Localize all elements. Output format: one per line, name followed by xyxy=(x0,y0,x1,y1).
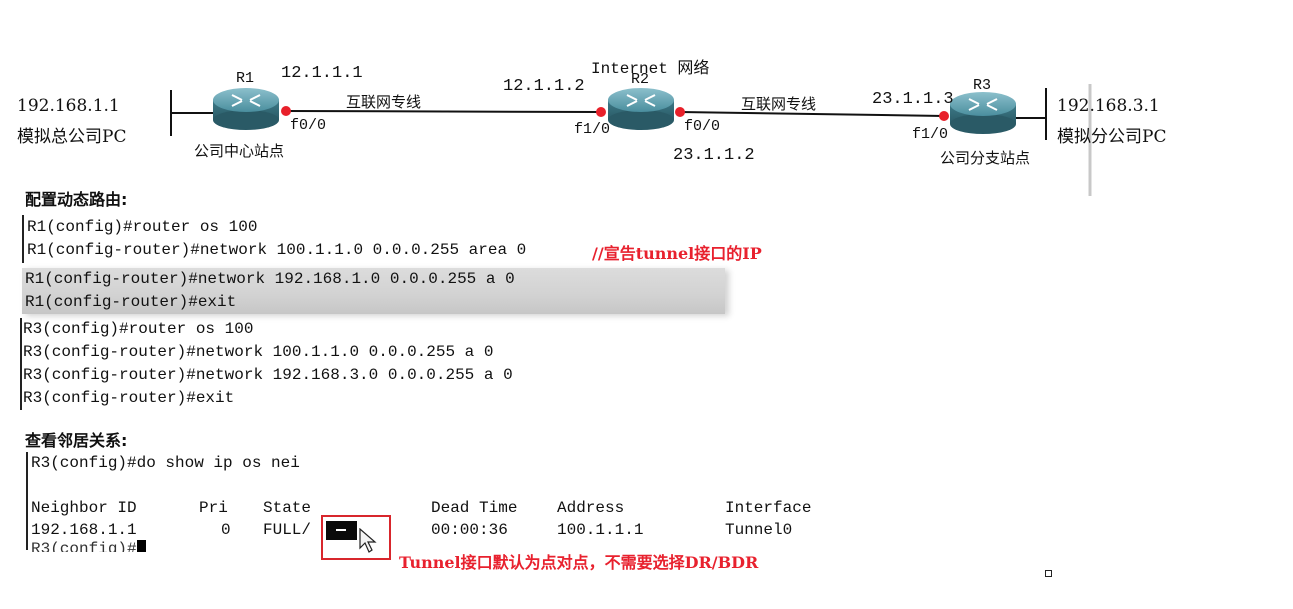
mouse-pointer-icon xyxy=(359,528,377,553)
r1-config-line: R1(config-router)#network 100.1.1.0 0.0.… xyxy=(27,241,527,259)
section-neighbor-title: 查看邻居关系: xyxy=(25,431,128,450)
r2-iface-left: f1/0 xyxy=(574,121,611,138)
neighbor-header-pri: Pri xyxy=(199,499,228,517)
r1-config-line: R1(config)#router os 100 xyxy=(27,218,258,236)
neighbor-dead-time: 00:00:36 xyxy=(431,521,508,539)
router-r1-icon xyxy=(213,88,279,130)
pc-right-label: 模拟分公司PC xyxy=(1057,127,1167,147)
pc-right-ip: 192.168.3.1 xyxy=(1057,96,1160,116)
r1-config-line: R1(config-router)#network 192.168.1.0 0.… xyxy=(25,270,515,288)
r1-ip: 12.1.1.1 xyxy=(281,64,363,83)
pc-left-ip: 192.168.1.1 xyxy=(17,96,120,116)
prompt-text: R3(config)# xyxy=(31,540,137,552)
state-highlight-box xyxy=(321,515,391,560)
r3-config-block: R3(config)#router os 100 R3(config-route… xyxy=(23,318,513,410)
r3-iface: f1/0 xyxy=(912,126,949,143)
r1-iface: f0/0 xyxy=(290,117,327,134)
router-r2-icon xyxy=(608,88,674,130)
r1-f00-dot xyxy=(281,106,291,116)
r1-site: 公司中心站点 xyxy=(194,142,285,160)
r1-config-highlight xyxy=(22,268,725,314)
show-command: R3(config)#do show ip os nei xyxy=(31,454,300,472)
state-redacted-box xyxy=(326,521,357,540)
neighbor-interface: Tunnel0 xyxy=(725,521,793,539)
terminal-cursor xyxy=(136,540,146,552)
terminal-edge-r1 xyxy=(22,215,24,263)
r3-name: R3 xyxy=(973,77,992,94)
neighbor-id: 192.168.1.1 xyxy=(31,521,137,539)
r3-config-line: R3(config)#router os 100 xyxy=(23,320,254,338)
terminal-edge-r3 xyxy=(20,318,22,410)
link-r2-r3 xyxy=(679,111,945,117)
neighbor-header-address: Address xyxy=(557,499,625,517)
r3-site: 公司分支站点 xyxy=(940,149,1031,167)
r3-ip: 23.1.1.3 xyxy=(872,90,954,109)
r3-config-line: R3(config-router)#network 100.1.1.0 0.0.… xyxy=(23,343,494,361)
corner-square-icon xyxy=(1045,570,1052,577)
terminal-prompt: R3(config)# xyxy=(31,540,146,552)
r2-name: R2 xyxy=(631,71,650,88)
neighbor-header-state: State xyxy=(263,499,312,517)
neighbor-header-id: Neighbor ID xyxy=(31,499,137,517)
section-config-title: 配置动态路由: xyxy=(25,190,128,209)
r2-iface-right: f0/0 xyxy=(684,118,721,135)
r2-f10-dot xyxy=(596,107,606,117)
router-r3-icon xyxy=(950,92,1016,134)
r3-config-line: R3(config-router)#exit xyxy=(23,389,235,407)
link-right-label: 互联网专线 xyxy=(741,95,817,113)
r1-config-line: R1(config-router)#exit xyxy=(25,293,237,311)
network-topology xyxy=(170,84,1092,196)
link-left-label: 互联网专线 xyxy=(346,93,422,111)
internet-label: Internet 网络 xyxy=(591,60,710,78)
r2-ip-right: 23.1.1.2 xyxy=(673,146,755,165)
r3-f10-dot xyxy=(939,111,949,121)
terminal-edge-show xyxy=(26,452,28,550)
neighbor-header-dead: Dead Time xyxy=(431,499,518,517)
link-r1-r2 xyxy=(285,110,602,113)
tunnel-note: Tunnel接口默认为点对点，不需要选择DR/BDR xyxy=(399,553,759,572)
r3-config-line: R3(config-router)#network 192.168.3.0 0.… xyxy=(23,366,513,384)
r2-f00-dot xyxy=(675,107,685,117)
pc-left-label: 模拟总公司PC xyxy=(17,127,127,147)
neighbor-state: FULL/ xyxy=(263,521,312,539)
neighbor-address: 100.1.1.1 xyxy=(557,521,644,539)
r2-ip-left: 12.1.1.2 xyxy=(503,77,585,96)
neighbor-header-interface: Interface xyxy=(725,499,812,517)
r1-network-comment: //宣告tunnel接口的IP xyxy=(592,244,762,263)
r1-config-block: R1(config)#router os 100 R1(config-route… xyxy=(27,216,526,262)
r1-name: R1 xyxy=(236,70,255,87)
r1-config-block-b: R1(config-router)#network 192.168.1.0 0.… xyxy=(25,268,515,314)
neighbor-pri: 0 xyxy=(221,521,231,539)
